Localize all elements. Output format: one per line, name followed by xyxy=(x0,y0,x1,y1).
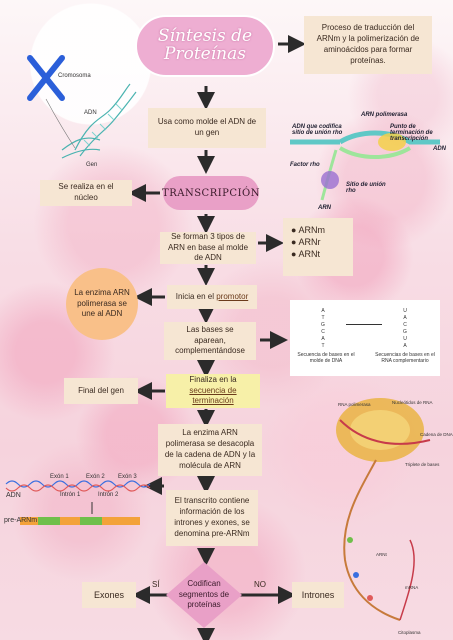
polimerasa-label: RNA polimerasa xyxy=(338,402,371,407)
promotor-link: promotor xyxy=(216,291,249,301)
triplete-label: Triplete de bases xyxy=(405,462,440,467)
mrna-label: mRNA xyxy=(405,585,419,590)
punto-terminacion-label: Punto de terminación de transcripción xyxy=(390,124,433,142)
cadena-dna-label: Cadena de DNA xyxy=(420,432,453,437)
pre-arnm-label: pre-ARNm xyxy=(4,517,38,524)
intron1-label: Intrón 1 xyxy=(60,492,81,498)
arn-type-item: ● ARNr xyxy=(291,237,321,248)
molde-box: Usa como molde el ADN de un gen xyxy=(148,108,266,148)
terminacion-link: secuencia de terminación xyxy=(189,385,237,406)
definition-box: Proceso de traducción del ARNm y la poli… xyxy=(304,16,432,74)
branch-si-label: SÍ xyxy=(152,580,160,589)
desacopla-box: La enzima ARN polimerasa se desacopla de… xyxy=(158,424,262,476)
gen-label: Gen xyxy=(86,162,98,168)
tipos-arn-box: Se forman 3 tipos de ARN en base al mold… xyxy=(160,232,256,264)
arn-label: ARN xyxy=(318,205,331,211)
intron2-label: Intrón 2 xyxy=(98,492,119,498)
factor-rho-label: Factor rho xyxy=(290,162,320,168)
splice-adn-label: ADN xyxy=(6,492,21,499)
arn-type-item: ● ARNm xyxy=(291,225,325,235)
title-line-1: Síntesis de xyxy=(157,26,253,47)
title-badge: Síntesis de Proteínas xyxy=(135,15,275,77)
exones-box: Exones xyxy=(82,582,136,608)
inicia-box: Inicia en el promotor xyxy=(167,285,257,309)
exon1-label: Exón 1 xyxy=(50,474,69,480)
final-gen-box: Final del gen xyxy=(64,378,138,404)
enzima-circle: La enzima ARN polimerasa se une al ADN xyxy=(66,268,138,340)
dna-caption: Secuencia de bases en el molde de DNA xyxy=(297,352,355,364)
adn-label: ADN xyxy=(84,110,97,116)
adn-right-label: ADN xyxy=(433,146,446,152)
transcrito-box: El transcrito contiene información de lo… xyxy=(166,490,258,546)
nucleotidos-label: Nucleótidos de RNA xyxy=(392,400,433,405)
title-line-2: Proteínas xyxy=(164,44,246,64)
exon2-label: Exón 2 xyxy=(86,474,105,480)
arn-polimerasa-label: ARN polimerasa xyxy=(361,112,408,118)
decision-diamond: Codifican segmentos de proteínas xyxy=(166,562,242,628)
bases-box: Las bases se aparean, complementándose xyxy=(164,322,256,360)
adn-codifica-label: ADN que codifica sitio de unión rho xyxy=(292,124,343,136)
pairing-arrow xyxy=(346,324,382,325)
rna-caption: Secuencias de bases en el RNA complement… xyxy=(375,352,435,364)
arnt-label: ARNt xyxy=(376,552,387,557)
transcripcion-pill: TRANSCRIPCIÓN xyxy=(162,176,259,210)
intrones-box: Intrones xyxy=(292,582,344,608)
finaliza-box: Finaliza en la secuencia de terminación xyxy=(166,374,260,408)
arn-type-item: ● ARNt xyxy=(291,249,320,260)
exon3-label: Exón 3 xyxy=(118,474,137,480)
nucleo-box: Se realiza en el núcleo xyxy=(40,180,132,206)
arn-types-list: ● ARNm ● ARNr ● ARNt xyxy=(283,218,353,276)
cromosoma-label: Cromosoma xyxy=(58,73,91,79)
branch-no-label: NO xyxy=(254,580,266,589)
sitio-union-label: Sitio de unión rho xyxy=(346,182,386,194)
citoplasma-label: Citoplasma xyxy=(398,630,421,635)
